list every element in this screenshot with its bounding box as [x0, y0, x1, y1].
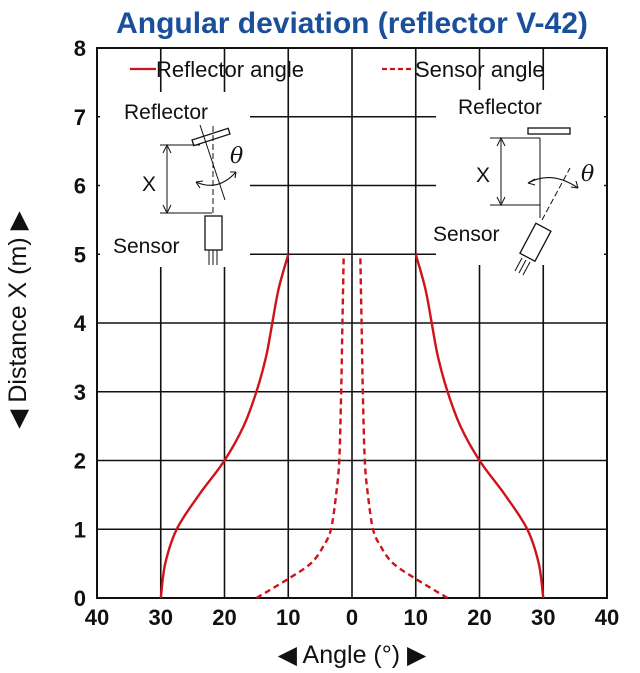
x-tick-label: 10: [276, 605, 300, 630]
diagram-right-sensor-leads: [514, 257, 531, 276]
series-line-sensor-left: [255, 254, 345, 600]
diagram-right-sensor-axis: [541, 167, 571, 221]
diagram-right-bg: [436, 90, 604, 265]
diagram-left-dim-arrows: [162, 143, 172, 215]
diagram-left: Reflector X θ Sensor: [100, 92, 250, 267]
chart-title: Angular deviation (reflector V-42): [116, 7, 588, 40]
diagram-left-angle-arrows: [195, 171, 237, 189]
series-layer: [159, 253, 545, 600]
diagram-right-angle-arrows: [527, 178, 579, 189]
legend: Reflector angle Sensor angle: [130, 57, 545, 82]
diagram-right-dim-arrows: [496, 136, 506, 207]
y-axis-label: ◀ Distance X (m) ▶: [4, 210, 32, 428]
y-tick-label: 1: [74, 517, 86, 542]
x-tick-label: 20: [467, 605, 491, 630]
x-axis-label: ◀ Angle (°) ▶: [278, 641, 427, 669]
diagram-left-sensor-label: Sensor: [113, 235, 180, 258]
diagram-left-x-label: X: [142, 173, 156, 196]
y-tick-label: 3: [74, 380, 86, 405]
diagram-right-theta: θ: [581, 162, 594, 187]
series-line-sensor-right: [359, 254, 449, 600]
plot-frame: [96, 47, 608, 599]
y-tick-label: 0: [74, 586, 86, 611]
y-tick-label: 2: [74, 449, 86, 474]
diagram-right-reflector: [527, 127, 571, 135]
diagram-left-reflector-label: Reflector: [124, 101, 208, 124]
x-tick-label: 0: [346, 605, 358, 630]
x-tick-label: 30: [149, 605, 173, 630]
x-tick-label: 40: [595, 605, 619, 630]
diagram-left-reflector: [191, 127, 231, 147]
series-line-reflector-left: [159, 253, 290, 599]
legend-label-sensor: Sensor angle: [415, 57, 545, 82]
y-tick-label: 8: [74, 36, 86, 61]
diagram-right: Reflector X θ Sensor: [433, 90, 604, 276]
y-tick-label: 5: [74, 242, 86, 267]
diagram-left-angle-arc: [195, 171, 237, 186]
series-line-reflector-right: [414, 253, 545, 599]
x-tick-label: 20: [212, 605, 236, 630]
x-tick-label: 30: [531, 605, 555, 630]
diagram-left-normal-line: [199, 124, 226, 201]
legend-label-reflector: Reflector angle: [156, 57, 304, 82]
diagram-right-x-label: X: [476, 164, 490, 187]
diagram-right-sensor: [519, 222, 552, 263]
y-tick-label: 6: [74, 174, 86, 199]
x-tick-label: 10: [404, 605, 428, 630]
y-tick-label: 7: [74, 105, 86, 130]
diagram-left-sensor: [204, 215, 223, 251]
y-tick-label: 4: [74, 311, 87, 336]
diagram-right-reflector-label: Reflector: [458, 96, 542, 119]
diagram-left-theta: θ: [230, 144, 243, 169]
diagram-right-sensor-label: Sensor: [433, 223, 500, 246]
x-tick-label: 40: [85, 605, 109, 630]
diagram-left-sensor-leads: [208, 250, 218, 265]
diagram-left-bg: [100, 92, 250, 267]
